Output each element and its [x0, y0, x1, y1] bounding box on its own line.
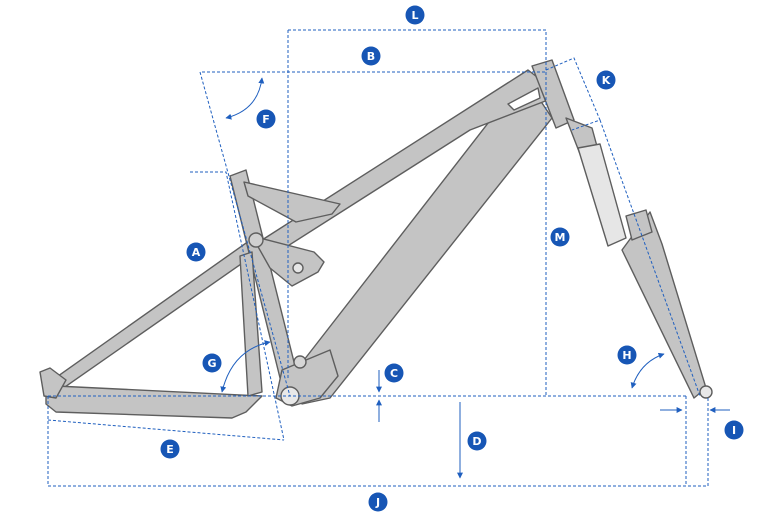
label-K: K	[602, 74, 611, 87]
badge-L: L	[405, 5, 425, 25]
label-E: E	[166, 443, 174, 456]
bike-frame	[39, 59, 713, 419]
front-axle	[699, 385, 713, 399]
arrow-H	[630, 352, 665, 389]
dim-K	[545, 57, 601, 131]
top-tube-window	[507, 87, 541, 111]
label-D: D	[472, 435, 481, 448]
seat-stay	[43, 235, 265, 397]
badge-I: I	[724, 420, 744, 440]
badge-F: F	[256, 109, 276, 129]
label-I: I	[732, 424, 736, 437]
dim-E	[47, 419, 285, 441]
pivot-upper	[292, 262, 304, 274]
badge-M: M	[550, 227, 570, 247]
badge-B: B	[361, 46, 381, 66]
head-tube	[531, 59, 575, 129]
label-H: H	[622, 349, 631, 362]
label-M: M	[555, 231, 566, 244]
dim-L	[287, 29, 547, 396]
label-F: F	[262, 113, 270, 126]
label-G: G	[207, 357, 216, 370]
dim-F-line	[199, 71, 291, 397]
label-A: A	[192, 246, 201, 259]
dimension-lines	[47, 29, 709, 487]
rocker-link	[243, 181, 341, 223]
badge-A: A	[186, 242, 206, 262]
badge-K: K	[596, 70, 616, 90]
dim-H-line	[599, 119, 701, 397]
label-B: B	[367, 50, 375, 63]
badge-C: C	[384, 363, 404, 383]
badge-E: E	[160, 439, 180, 459]
badge-D: D	[467, 431, 487, 451]
pivot-main	[248, 232, 264, 248]
badge-J: J	[368, 492, 388, 512]
fork-lower	[621, 211, 707, 399]
bb-pivot	[293, 355, 307, 369]
label-L: L	[411, 9, 418, 22]
label-J: J	[375, 496, 380, 509]
arrow-F	[225, 77, 265, 120]
badge-H: H	[617, 345, 637, 365]
dim-J	[47, 396, 709, 487]
dim-A	[190, 171, 285, 441]
label-C: C	[390, 367, 398, 380]
arrow-G	[220, 340, 271, 393]
chain-stay	[45, 385, 263, 419]
badge-G: G	[202, 353, 222, 373]
dimension-arrows	[220, 77, 730, 479]
rear-dropout	[39, 367, 67, 399]
fork-arch	[625, 209, 653, 241]
fork-stanchion	[577, 143, 627, 247]
